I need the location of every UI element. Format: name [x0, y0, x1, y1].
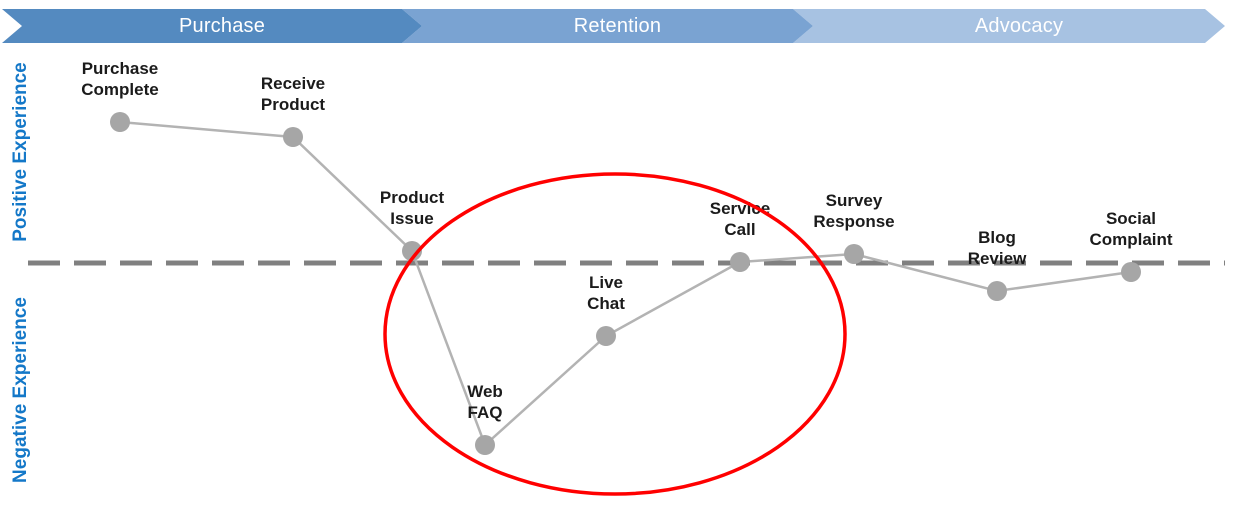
phase-label-advocacy: Advocacy [974, 14, 1064, 37]
phase-arrow-retention: Retention [402, 9, 813, 43]
phase-label-retention: Retention [573, 14, 662, 37]
phase-arrow-purchase: Purchase [2, 9, 422, 43]
phase-label-purchase: Purchase [178, 14, 266, 37]
phase-arrow-advocacy: Advocacy [793, 9, 1225, 43]
